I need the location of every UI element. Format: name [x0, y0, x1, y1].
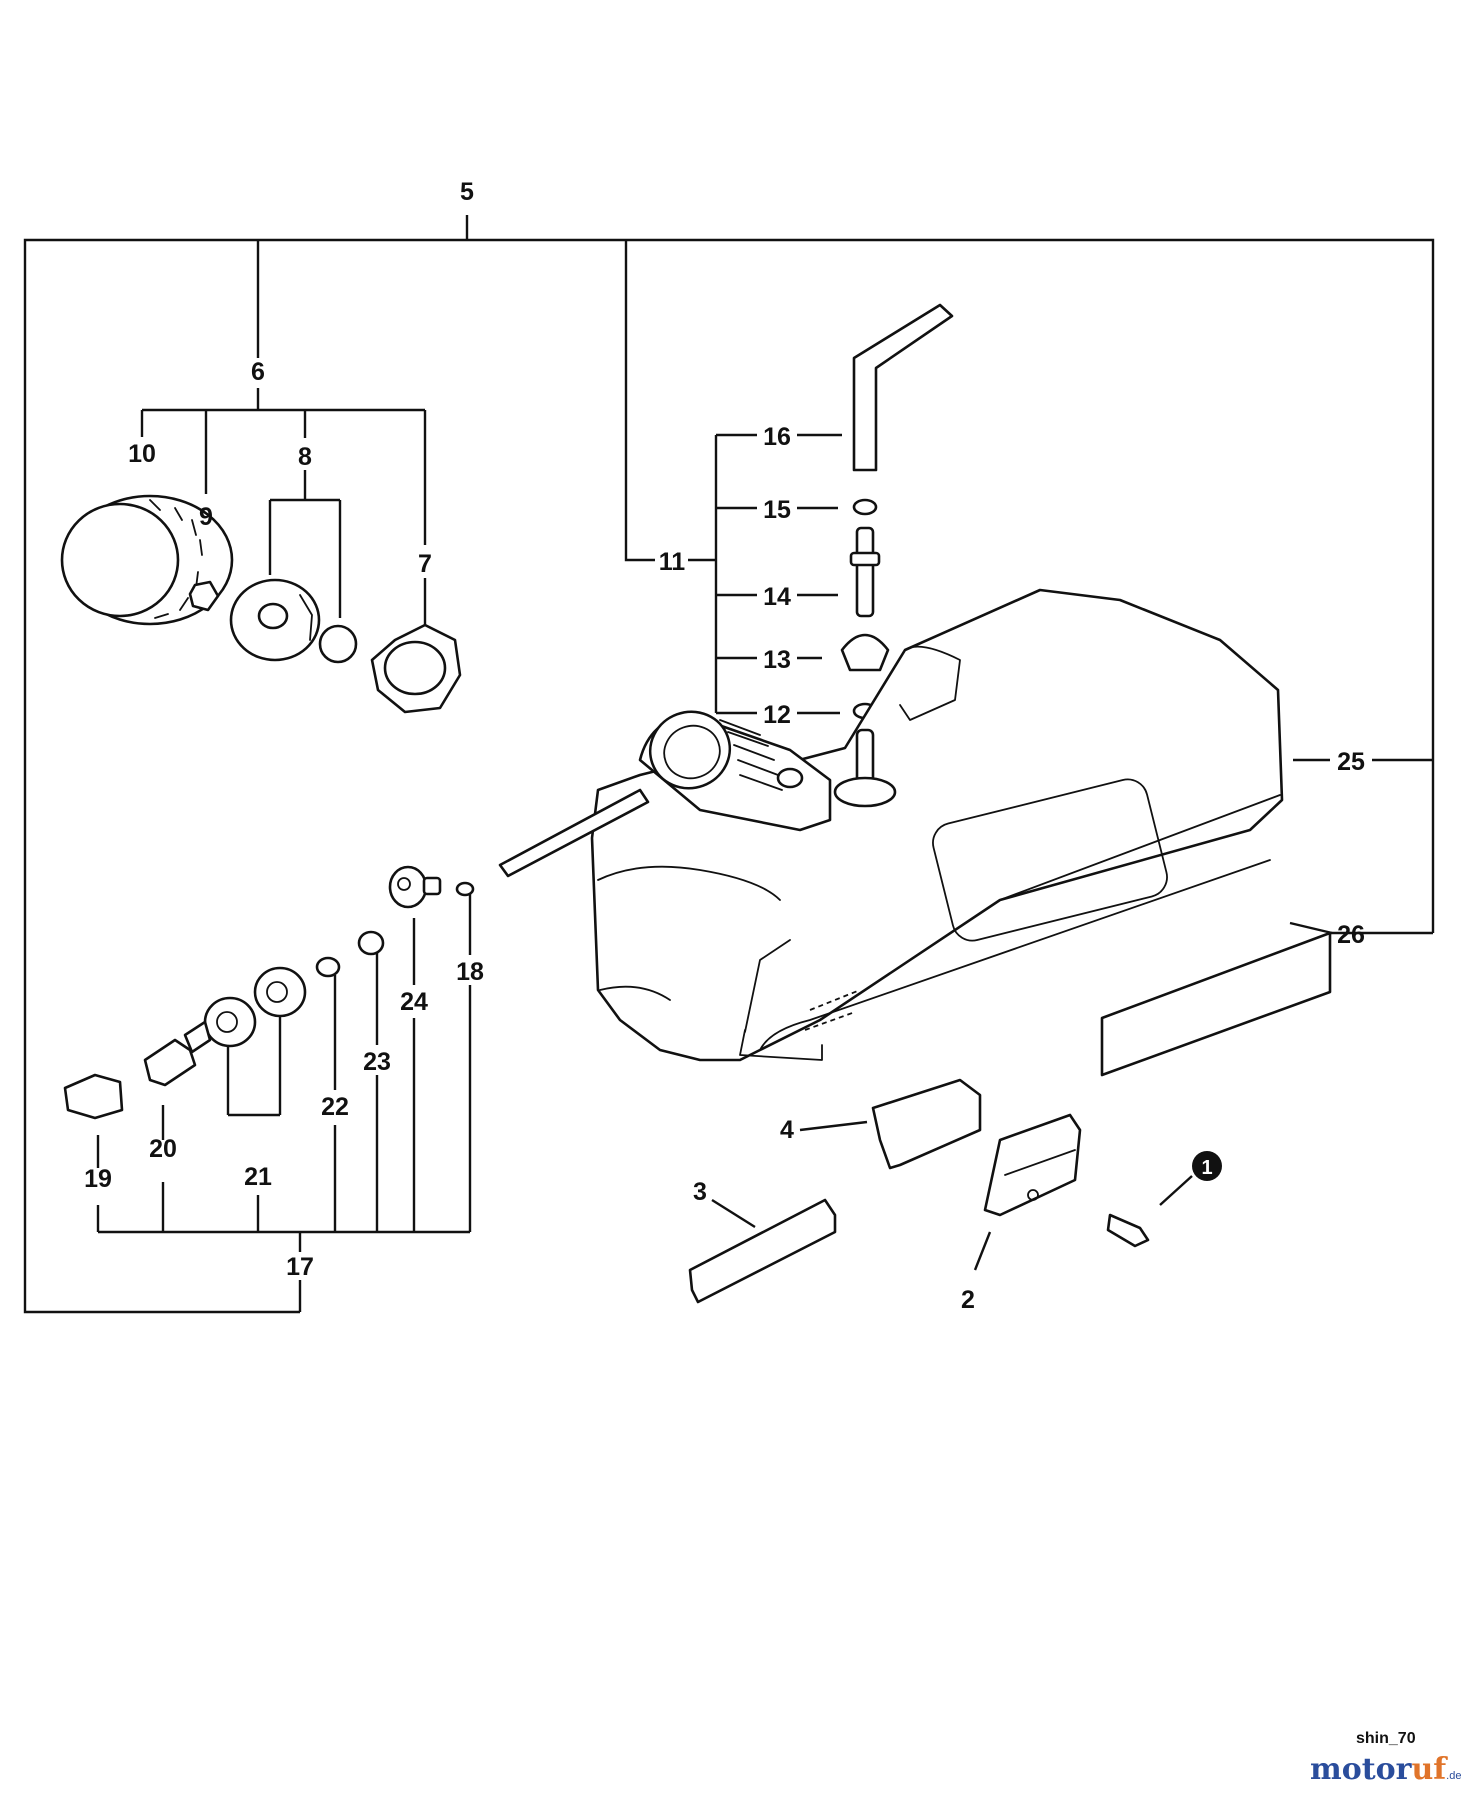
filler-neck	[638, 710, 832, 832]
label-17: 17	[286, 1253, 314, 1281]
label-7: 7	[418, 550, 432, 578]
decal-26	[1100, 931, 1332, 1077]
label-1: 1	[1201, 1157, 1212, 1179]
o-ring-23	[357, 930, 385, 956]
label-6: 6	[251, 358, 265, 386]
cover-4	[871, 1078, 982, 1170]
brand-text-part2: uf	[1411, 1752, 1447, 1787]
label-20: 20	[149, 1135, 177, 1163]
label-25: 25	[1337, 748, 1365, 776]
label-22: 22	[321, 1093, 349, 1121]
filter-21	[203, 966, 307, 1048]
label-8: 8	[298, 443, 312, 471]
label-13: 13	[763, 646, 791, 674]
bracket-lines	[23, 215, 1435, 1314]
rubber-strip-3	[688, 1198, 837, 1304]
label-23: 23	[363, 1048, 391, 1076]
brand-tld: .de	[1446, 1770, 1462, 1782]
label-11: 11	[659, 548, 686, 576]
fuel-hose	[498, 788, 650, 878]
label-5: 5	[460, 178, 474, 206]
bracket-2	[983, 1113, 1082, 1217]
label-1-circle	[1192, 1151, 1222, 1181]
brand-text-part1: motor	[1310, 1752, 1412, 1787]
grommet-13	[840, 633, 890, 672]
fitting-24	[388, 865, 442, 909]
pipe-14	[849, 526, 881, 618]
label-2: 2	[961, 1286, 975, 1314]
label-9: 9	[199, 503, 213, 531]
washer-22	[315, 956, 341, 978]
label-16: 16	[763, 423, 791, 451]
label-19: 19	[84, 1165, 112, 1193]
label-18: 18	[456, 958, 484, 986]
label-24: 24	[400, 988, 428, 1016]
grommet-18	[455, 881, 475, 897]
label-15: 15	[763, 496, 791, 524]
brand-logo[interactable]: motoruf.de	[1310, 1752, 1461, 1787]
label-10: 10	[128, 440, 156, 468]
tank-pipe-stub	[833, 728, 897, 808]
label-12: 12	[763, 701, 791, 729]
nut-9	[188, 580, 220, 612]
tube-16	[852, 303, 954, 472]
label-21: 21	[244, 1163, 272, 1191]
ring-15	[852, 498, 878, 516]
retainer-ring-7	[370, 623, 462, 714]
label-4: 4	[780, 1116, 794, 1144]
label-3: 3	[693, 1178, 707, 1206]
fuel-filter-20	[143, 1020, 212, 1087]
part-labels: 5 6 10 9 8 7 11 16 15 14 13 12 25 26 18 …	[84, 178, 1365, 1314]
clip-19	[63, 1073, 124, 1120]
label-26: 26	[1337, 921, 1365, 949]
bolt-1	[1106, 1213, 1150, 1248]
label-14: 14	[763, 583, 791, 611]
breather-valve-8	[229, 578, 358, 664]
diagram-code: shin_70	[1356, 1730, 1416, 1747]
